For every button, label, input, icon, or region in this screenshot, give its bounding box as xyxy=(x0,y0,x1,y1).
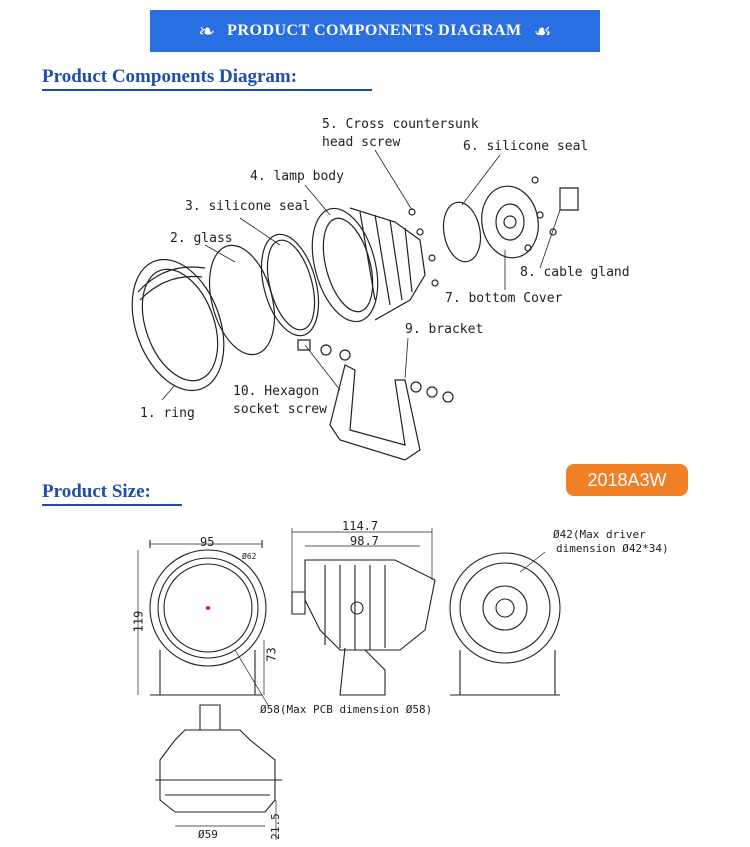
dim-front-side: 73 xyxy=(264,647,279,662)
label-cable-gland: 8. cable gland xyxy=(520,265,630,280)
label-countersunk-screw: 5. Cross countersunk xyxy=(322,117,479,132)
dim-driver-2: dimension Ø42*34) xyxy=(556,542,669,555)
dim-side-body: 98.7 xyxy=(350,534,379,548)
bracket-part xyxy=(330,365,453,460)
label-ring: 1. ring xyxy=(140,406,195,421)
lamp-body-part xyxy=(301,201,425,329)
hexagon-screw-part xyxy=(298,340,350,360)
side-view xyxy=(292,528,435,695)
back-view xyxy=(450,552,560,695)
countersunk-screws xyxy=(409,209,438,286)
dim-front-width: 95 xyxy=(200,535,215,549)
fleur-ornament-icon: ❧ xyxy=(198,19,216,43)
dim-front-tag: Ø62 xyxy=(242,552,257,561)
label-hex-screw: 10. Hexagon xyxy=(233,384,320,399)
dim-bottom-height: 21.5 xyxy=(268,813,282,840)
label-hex-screw-2: socket screw xyxy=(233,402,327,417)
header-banner: ❧ PRODUCT COMPONENTS DIAGRAM ☙ xyxy=(150,10,600,52)
banner-title: PRODUCT COMPONENTS DIAGRAM xyxy=(227,22,522,39)
label-silicone-seal: 3. silicone seal xyxy=(185,199,311,214)
label-bracket: 9. bracket xyxy=(405,322,484,337)
label-bottom-cover: 7. bottom Cover xyxy=(445,291,563,306)
fleur-ornament-icon: ☙ xyxy=(533,19,552,43)
ring-part xyxy=(115,247,240,404)
label-rear-seal: 6. silicone seal xyxy=(463,139,589,154)
silicone-seal-part xyxy=(251,228,328,342)
front-view xyxy=(138,540,268,705)
components-section-title: Product Components Diagram: xyxy=(42,66,372,91)
dim-pcb: Ø58(Max PCB dimension Ø58) xyxy=(260,703,433,716)
cable-gland-part xyxy=(525,177,578,251)
section-view xyxy=(155,705,282,840)
label-countersunk-screw-2: head screw xyxy=(322,135,401,150)
dim-front-height: 119 xyxy=(131,610,146,633)
dim-bottom-dia: Ø59 xyxy=(198,828,218,841)
label-glass: 2. glass xyxy=(170,231,233,246)
dim-driver-1: Ø42(Max driver xyxy=(553,528,646,541)
model-badge: 2018A3W xyxy=(566,464,688,496)
label-lamp-body: 4. lamp body xyxy=(250,169,344,184)
rear-seal-part xyxy=(439,199,485,264)
leader-lines xyxy=(162,150,560,400)
size-section-title: Product Size: xyxy=(42,481,182,506)
dim-side-total: 114.7 xyxy=(342,519,379,533)
